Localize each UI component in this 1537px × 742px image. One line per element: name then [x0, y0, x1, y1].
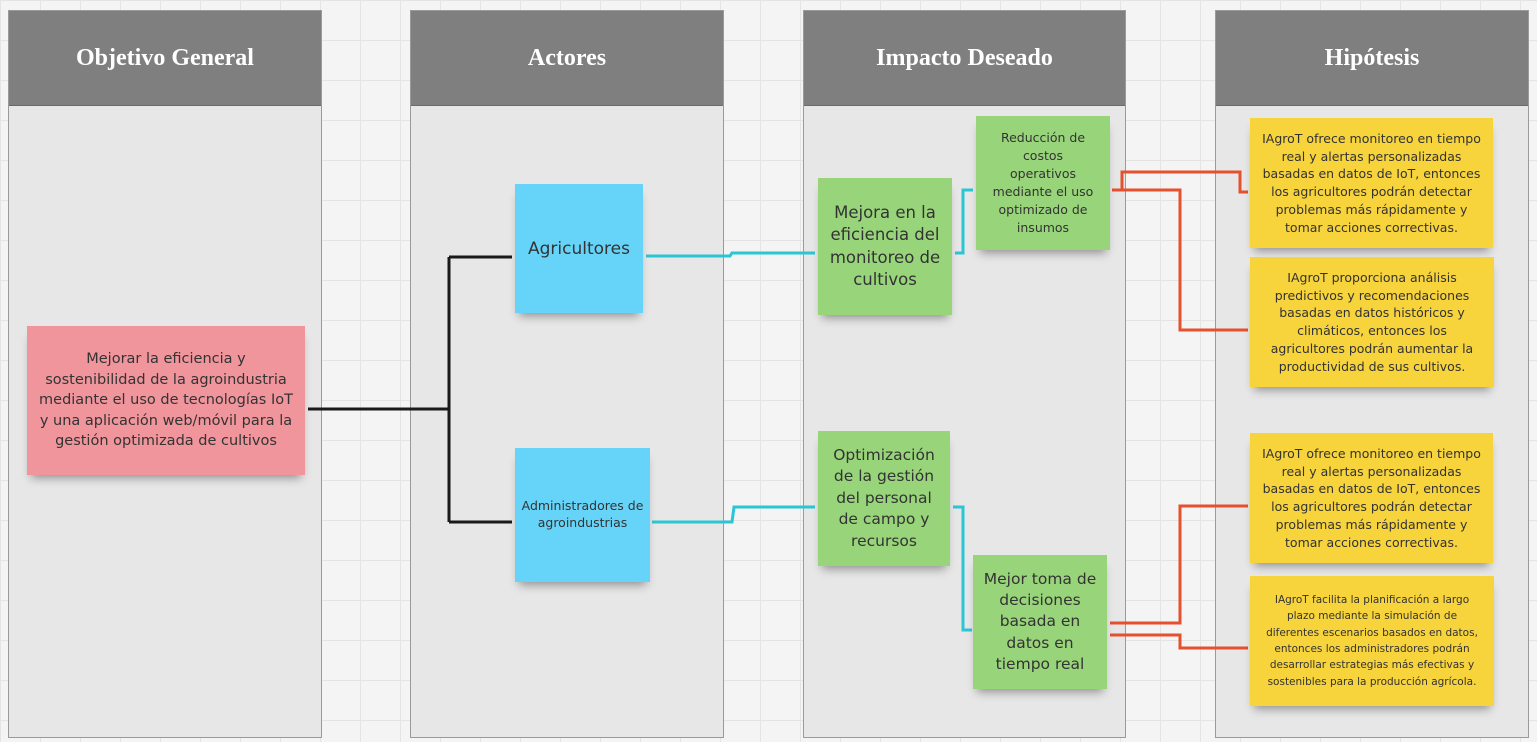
sticky-note-objetivo[interactable]: Mejorar la eficiencia y sostenibilidad d…	[27, 326, 305, 475]
sticky-note-hipotesis-3[interactable]: IAgroT ofrece monitoreo en tiempo real y…	[1250, 433, 1493, 563]
sticky-note-hipotesis-4[interactable]: IAgroT facilita la planificación a largo…	[1250, 576, 1494, 706]
column-header-objetivo-general: Objetivo General	[9, 11, 321, 106]
connector-optimizacion-mejortoma[interactable]	[953, 505, 972, 632]
column-header-actores: Actores	[411, 11, 723, 106]
sticky-note-mejor-toma-decisiones[interactable]: Mejor toma de decisiones basada en datos…	[973, 555, 1107, 689]
hipotesis-2-text: IAgroT proporciona análisis predictivos …	[1270, 269, 1474, 374]
connector-reduccion-h2[interactable]	[1112, 188, 1248, 332]
hipotesis-3-text: IAgroT ofrece monitoreo en tiempo real y…	[1262, 445, 1481, 550]
connector-mejortoma-h4[interactable]	[1110, 633, 1248, 650]
agricultores-label: Agricultores	[528, 238, 630, 259]
sticky-note-optimizacion-gestion[interactable]: Optimización de la gestión del personal …	[818, 431, 950, 566]
sticky-note-mejora-eficiencia[interactable]: Mejora en la eficiencia del monitoreo de…	[818, 178, 952, 315]
connector-mejora-reduccion[interactable]	[955, 188, 973, 255]
sticky-note-administradores[interactable]: Administradores de agroindustrias	[515, 448, 650, 582]
mejora-eficiencia-text: Mejora en la eficiencia del monitoreo de…	[829, 202, 941, 289]
column-actores: Actores	[410, 10, 724, 738]
objetivo-text: Mejorar la eficiencia y sostenibilidad d…	[39, 351, 293, 450]
connector-administradores-optimizacion[interactable]	[652, 505, 815, 524]
reduccion-costos-text: Reducción de costos operativos mediante …	[992, 129, 1094, 236]
sticky-note-agricultores[interactable]: Agricultores	[515, 184, 643, 313]
column-header-hipotesis: Hipótesis	[1216, 11, 1528, 106]
optimizacion-gestion-text: Optimización de la gestión del personal …	[833, 446, 935, 550]
connector-mejortoma-h3[interactable]	[1110, 504, 1248, 625]
hipotesis-4-text: IAgroT facilita la planificación a largo…	[1266, 594, 1478, 688]
sticky-note-hipotesis-1[interactable]: IAgroT ofrece monitoreo en tiempo real y…	[1250, 118, 1493, 248]
mejor-toma-text: Mejor toma de decisiones basada en datos…	[983, 569, 1097, 674]
column-header-impacto-deseado: Impacto Deseado	[804, 11, 1125, 106]
connector-agricultores-mejora[interactable]	[646, 251, 815, 258]
sticky-note-hipotesis-2[interactable]: IAgroT proporciona análisis predictivos …	[1250, 257, 1494, 387]
hipotesis-1-text: IAgroT ofrece monitoreo en tiempo real y…	[1262, 130, 1481, 235]
sticky-note-reduccion-costos[interactable]: Reducción de costos operativos mediante …	[976, 116, 1110, 250]
administradores-label: Administradores de agroindustrias	[521, 498, 644, 530]
